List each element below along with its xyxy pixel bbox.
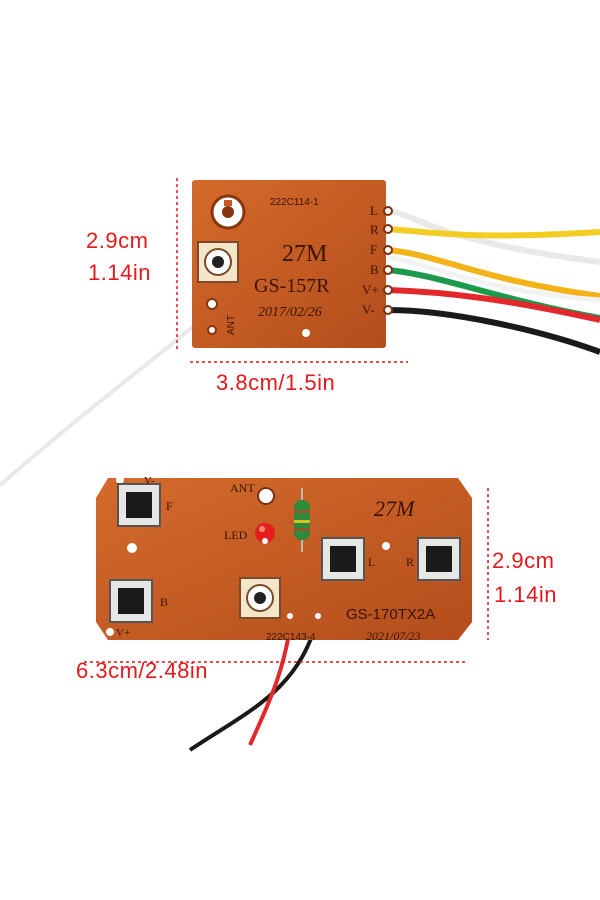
- tx-vminus-label: V-: [144, 475, 155, 487]
- hole-slot: [224, 200, 232, 206]
- receiver-ant-label: ANT: [226, 315, 237, 335]
- tx-f-label: F: [166, 499, 173, 513]
- receiver-freq: 27M: [282, 241, 327, 267]
- pin-label-vplus: V+: [362, 282, 379, 297]
- button-b: [109, 579, 153, 623]
- small-hole: [106, 628, 114, 636]
- pin-label-l: L: [370, 203, 378, 218]
- wire-white-l: [387, 208, 600, 265]
- small-hole: [127, 543, 137, 553]
- mount-hole-inner: [222, 206, 234, 218]
- wire-red-vplus: [387, 287, 600, 323]
- small-hole: [382, 542, 390, 550]
- receiver-height-cm: 2.9cm: [86, 228, 149, 253]
- tx-code: 222C143-4: [266, 632, 316, 643]
- tx-vplus-label: V+: [116, 627, 130, 639]
- receiver-pin-labels: L R F B V+ V-: [362, 203, 379, 317]
- tx-led-label: LED: [224, 528, 248, 542]
- led: [255, 523, 275, 544]
- receiver-height-in: 1.14in: [88, 260, 151, 285]
- receiver-code: 222C114-1: [270, 197, 319, 208]
- pin-label-f: F: [370, 242, 377, 257]
- pin-label-b: B: [370, 262, 379, 277]
- button-r: [417, 537, 461, 581]
- small-hole: [206, 298, 218, 310]
- button-f: [117, 483, 161, 527]
- small-hole: [207, 325, 217, 335]
- tx-model: GS-170TX2A: [346, 606, 435, 623]
- small-hole: [302, 329, 310, 337]
- pin-pads: [383, 206, 393, 315]
- wire-black-vminus: [387, 307, 600, 355]
- transmitter-height-in: 1.14in: [494, 582, 557, 607]
- wire-white-gap: [387, 255, 600, 303]
- tx-b-label: B: [160, 595, 168, 609]
- pin-label-vminus: V-: [362, 302, 375, 317]
- tx-freq: 27M: [374, 496, 416, 521]
- small-hole: [315, 613, 321, 619]
- antenna-wire-receiver: [0, 310, 212, 487]
- inductor: [294, 488, 310, 552]
- receiver-date: 2017/02/26: [258, 305, 322, 320]
- pin-label-r: R: [370, 222, 379, 237]
- receiver-model: GS-157R: [254, 275, 330, 297]
- trimmer-potentiometer: [197, 241, 239, 283]
- tx-r-label: R: [406, 555, 414, 569]
- button-l: [321, 537, 365, 581]
- transmitter-height-cm: 2.9cm: [492, 548, 555, 573]
- tx-ant-label: ANT: [230, 481, 255, 495]
- tx-l-label: L: [368, 555, 375, 569]
- small-hole: [116, 476, 124, 484]
- wire-orange-f: [387, 247, 600, 299]
- receiver-width: 3.8cm/1.5in: [216, 370, 336, 395]
- transmitter-width: 6.3cm/2.48in: [76, 658, 208, 683]
- mount-hole: [257, 487, 275, 505]
- transmitter-board: ANT LED 27M GS-170TX2A 2021/07/23 222C14…: [84, 475, 489, 752]
- transmitter-pcb: [96, 478, 472, 640]
- wire-yellow-r: [387, 226, 600, 239]
- trimmer-potentiometer: [239, 577, 281, 619]
- small-hole: [287, 613, 293, 619]
- receiver-board: 222C114-1 27M GS-157R 2017/02/26 ANT L R…: [0, 178, 600, 487]
- tx-date: 2021/07/23: [366, 629, 421, 643]
